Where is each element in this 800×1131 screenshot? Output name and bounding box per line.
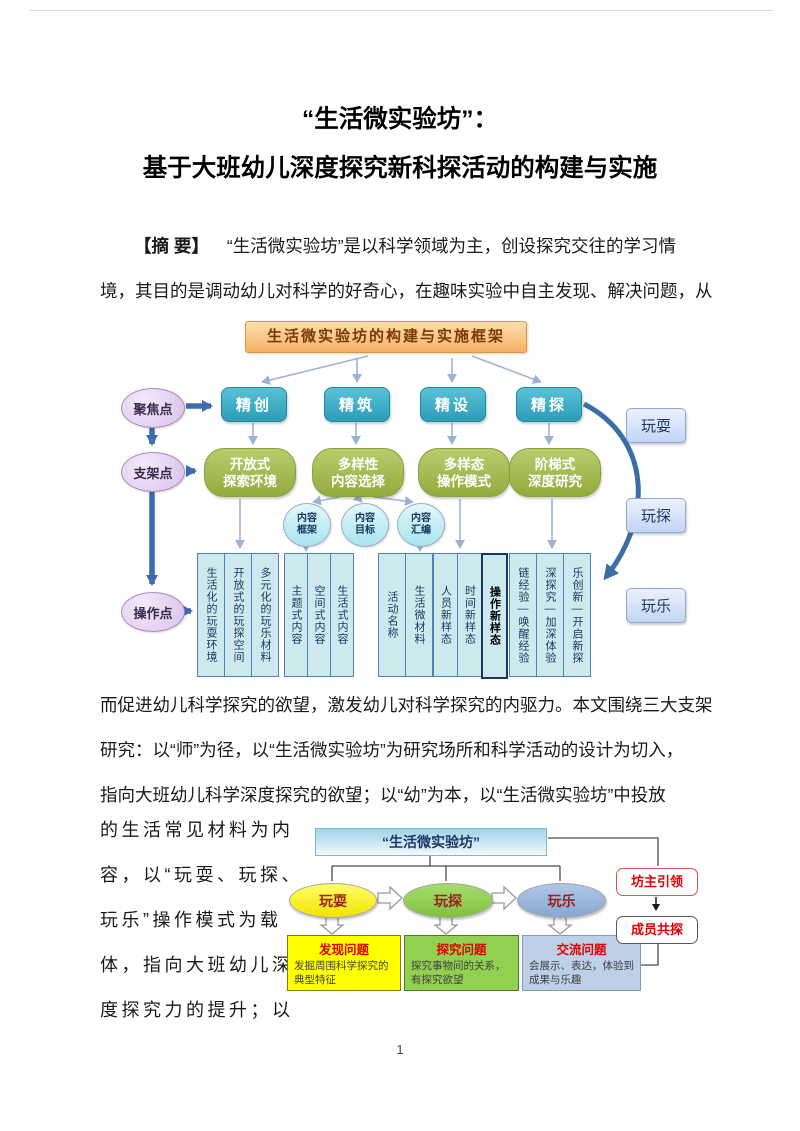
paper-title-line1: “生活微实验坊”： — [302, 106, 498, 133]
column-item: 生活化的玩耍环境 — [197, 553, 225, 677]
page-number: 1 — [396, 1042, 404, 1057]
column-item: 人员新样态 — [433, 553, 458, 677]
box-communicate-body: 会展示、表达，体验到成果与乐趣 — [529, 960, 634, 986]
column-item: 活动名称 — [378, 553, 406, 677]
play-box-wantan: 玩探 — [626, 498, 686, 533]
column-item: 生活微材料 — [405, 553, 433, 677]
body-line2: 研究：以“师”为径，以“生活微实验坊”为研究场所和科学活动的设计为切入， — [100, 740, 684, 760]
diagram1-title-box: 生活微实验坊的构建与实施框架 — [245, 321, 527, 353]
abstract-line1: 【摘 要】“生活微实验坊”是以科学领域为主，创设探究交往的学习情 — [134, 236, 677, 256]
side-paragraph: 的生活常见材料为内 容，以“玩耍、玩探、 玩乐”操作模式为载 体，指向大班幼儿深… — [100, 808, 324, 1033]
leader-guide-box: 坊主引领 — [616, 868, 698, 896]
column-group-experience: 链经验—唤醒经验 深探究—加深体验 乐创新—开启新探 — [509, 553, 591, 677]
paper-title: “生活微实验坊”： 基于大班幼儿深度探究新科探活动的构建与实施 — [0, 95, 800, 193]
side-line3: 玩乐”操作模式为载 — [100, 910, 282, 930]
node-stepped-research: 阶梯式 深度研究 — [509, 448, 601, 497]
column-item: 开放式的玩探空间 — [224, 553, 252, 677]
focus-point-oval: 聚焦点 — [121, 388, 185, 428]
member-explore-box: 成员共探 — [616, 916, 698, 944]
abstract-paragraph: 【摘 要】“生活微实验坊”是以科学领域为主，创设探究交往的学习情 境，其目的是调… — [100, 224, 714, 314]
abstract-label: 【摘 要】 — [134, 236, 209, 256]
column-group-environment: 生活化的玩耍环境 开放式的玩探空间 多元化的玩乐材料 — [197, 553, 279, 677]
body-line1: 而促进幼儿科学探究的欲望，激发幼儿对科学探究的内驱力。本文围绕三大支架 — [100, 695, 713, 715]
circle-content-goal: 内容 目标 — [341, 503, 389, 547]
column-item: 链经验—唤醒经验 — [509, 553, 537, 677]
column-group-newstate: 人员新样态 时间新样态 操作新样态 — [433, 553, 508, 679]
side-line1: 的生活常见材料为内 — [100, 820, 294, 840]
box-communicate-problem: 交流问题 会展示、表达，体验到成果与乐趣 — [522, 935, 641, 991]
column-item: 时间新样态 — [457, 553, 482, 677]
node-jingzhu: 精筑 — [324, 387, 390, 422]
column-group-activity: 活动名称 生活微材料 — [378, 553, 433, 677]
body-line3: 指向大班幼儿科学深度探究的欲望；以“幼”为本，以“生活微实验坊”中投放 — [100, 785, 666, 805]
abstract-line2: 境，其目的是调动幼儿对科学的好奇心，在趣味实验中自主发现、解决问题，从 — [100, 281, 713, 301]
side-line4: 体，指向大班幼儿深 — [100, 955, 294, 975]
circle-content-compile: 内容 汇编 — [397, 503, 445, 547]
body-paragraph: 而促进幼儿科学探究的欲望，激发幼儿对科学探究的内驱力。本文围绕三大支架 研究：以… — [100, 683, 714, 818]
column-item: 生活式内容 — [330, 553, 354, 677]
box-discover-body: 发掘周围科学探究的典型特征 — [294, 960, 389, 986]
oval-wanle: 玩乐 — [517, 883, 606, 918]
side-line2: 容，以“玩耍、玩探、 — [100, 865, 303, 885]
node-jingshe: 精设 — [420, 387, 486, 422]
column-item: 乐创新—开启新探 — [563, 553, 591, 677]
node-multi-mode: 多样态 操作模式 — [418, 448, 510, 497]
column-item: 多元化的玩乐材料 — [251, 553, 279, 677]
node-jingtan: 精探 — [516, 387, 582, 422]
node-diverse-content: 多样性 内容选择 — [312, 448, 404, 497]
node-open-environment: 开放式 探索环境 — [204, 448, 296, 497]
circle-content-frame: 内容 框架 — [283, 503, 331, 547]
box-communicate-title: 交流问题 — [556, 943, 607, 957]
play-box-wanle: 玩乐 — [626, 588, 686, 623]
box-explore-problem: 探究问题 探究事物间的关系，有探究欲望 — [404, 935, 519, 991]
side-line5: 度探究力的提升；以 — [100, 1000, 294, 1020]
column-item: 主题式内容 — [284, 553, 308, 677]
box-explore-body: 探究事物间的关系，有探究欲望 — [411, 960, 506, 986]
box-explore-title: 探究问题 — [436, 943, 487, 957]
paper-title-line2: 基于大班幼儿深度探究新科探活动的构建与实施 — [142, 155, 658, 182]
column-item: 深探究—加深体验 — [536, 553, 564, 677]
support-point-oval: 支架点 — [121, 452, 185, 492]
operate-point-oval: 操作点 — [121, 592, 185, 632]
page-edge-line — [30, 10, 772, 11]
diagram2-title-banner: “生活微实验坊” — [315, 828, 547, 856]
box-discover-title: 发现问题 — [318, 943, 369, 957]
box-discover-problem: 发现问题 发掘周围科学探究的典型特征 — [287, 935, 401, 991]
column-group-content: 主题式内容 空间式内容 生活式内容 — [284, 553, 354, 677]
column-item-emphasized: 操作新样态 — [481, 553, 508, 679]
play-box-wanshua: 玩耍 — [626, 408, 686, 443]
node-jingchuang: 精创 — [221, 387, 287, 422]
oval-wanshua: 玩耍 — [289, 883, 377, 918]
oval-wantan: 玩探 — [403, 883, 493, 918]
column-item: 空间式内容 — [307, 553, 331, 677]
